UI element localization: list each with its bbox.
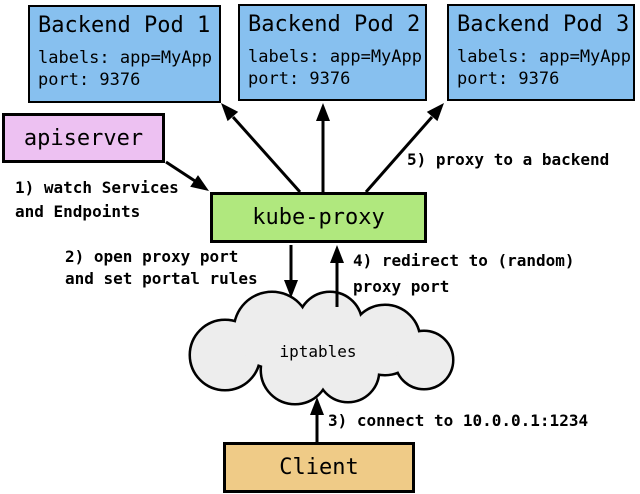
annotation-step1-watch-services: 1) watch Services and Endpoints: [15, 178, 179, 221]
backend-pod-3-box: Backend Pod 3 labels: app=MyApp port: 93…: [447, 4, 635, 101]
arrow-kubeproxy-to-pod1: [221, 103, 302, 193]
iptables-cloud-shape: [188, 290, 455, 406]
arrow-kubeproxy-to-iptables: [284, 245, 298, 298]
apiserver-label: apiserver: [23, 125, 144, 151]
pod-1-labels: labels: app=MyApp: [38, 48, 212, 68]
annotation-step3-connect: 3) connect to 10.0.0.1:1234: [328, 411, 589, 430]
apiserver-box: apiserver: [2, 113, 165, 163]
annotation-step4-redirect: 4) redirect to (random) proxy port: [353, 251, 575, 296]
arrow-iptables-to-kubeproxy: [330, 245, 344, 307]
annotation-step2-open-proxy-port: 2) open proxy port and set portal rules: [65, 247, 258, 288]
client-label: Client: [279, 455, 359, 480]
iptables-label: iptables: [279, 342, 357, 361]
arrow-apiserver-to-kubeproxy: [165, 160, 209, 191]
backend-pod-2-box: Backend Pod 2 labels: app=MyApp port: 93…: [238, 4, 427, 101]
kube-proxy-box: kube-proxy: [210, 192, 427, 243]
arrow-kubeproxy-to-pod2: [316, 103, 330, 192]
pod-2-title: Backend Pod 2: [248, 12, 421, 37]
pod-1-port: port: 9376: [38, 70, 141, 90]
pod-1-title: Backend Pod 1: [38, 13, 211, 38]
backend-pod-1-box: Backend Pod 1 labels: app=MyApp port: 93…: [28, 5, 221, 103]
client-box: Client: [223, 442, 415, 493]
arrow-client-to-iptables: [310, 397, 324, 442]
pod-3-title: Backend Pod 3: [457, 12, 630, 37]
pod-3-port: port: 9376: [457, 69, 560, 89]
kube-proxy-label: kube-proxy: [252, 205, 385, 230]
pod-2-port: port: 9376: [248, 69, 351, 89]
pod-2-labels: labels: app=MyApp: [248, 47, 422, 67]
arrow-kubeproxy-to-pod3: [364, 103, 444, 193]
pod-3-labels: labels: app=MyApp: [457, 47, 631, 67]
annotation-step5-proxy-backend: 5) proxy to a backend: [407, 150, 610, 169]
